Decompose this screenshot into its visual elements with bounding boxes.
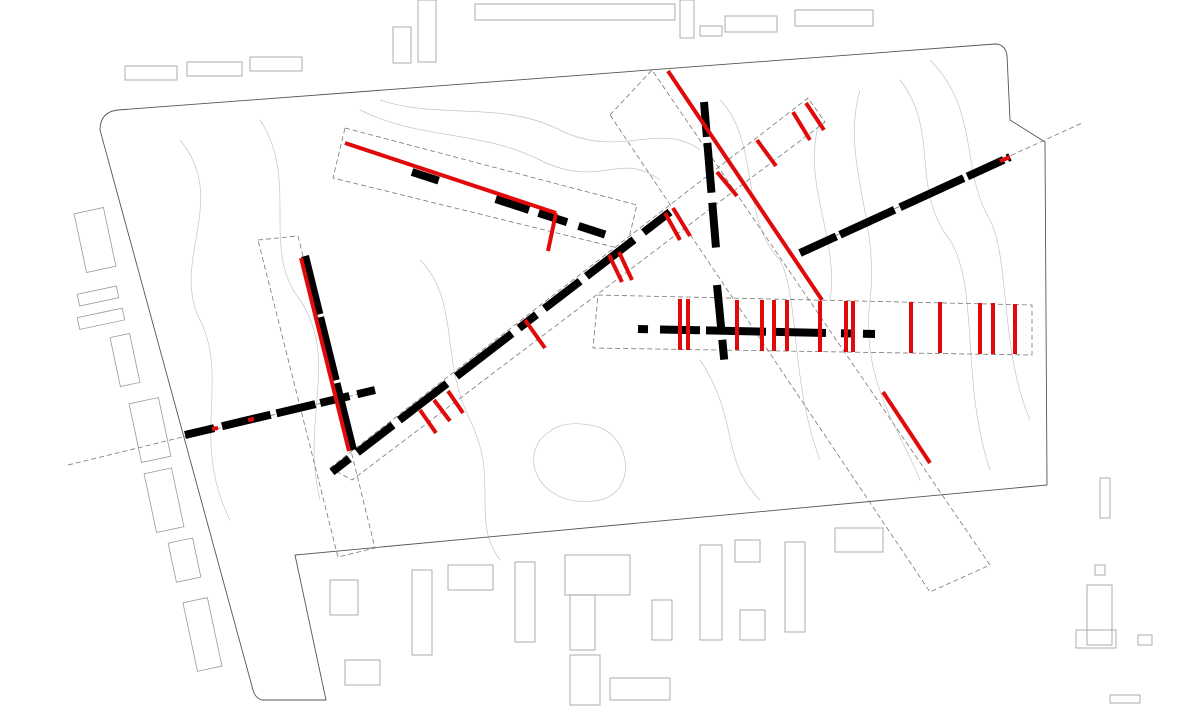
red-interventions bbox=[211, 69, 1017, 465]
site-boundary bbox=[99, 43, 1048, 701]
study-zones bbox=[67, 69, 1083, 593]
contour-lines bbox=[179, 59, 1031, 561]
black-interventions bbox=[184, 101, 1012, 476]
band-red-bars bbox=[678, 299, 1017, 354]
surrounding-buildings bbox=[73, 0, 1153, 706]
